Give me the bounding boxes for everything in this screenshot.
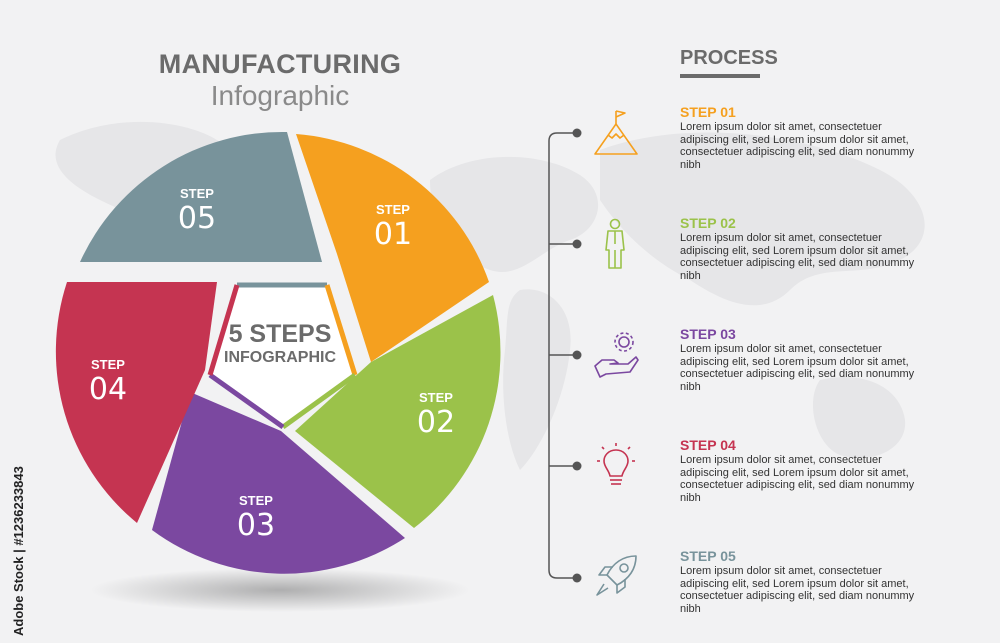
segment-label-04: STEP 04	[88, 357, 128, 407]
segment-step-02[interactable]	[295, 295, 501, 528]
process-step-05: STEP 05 Lorem ipsum dolor sit amet, cons…	[680, 547, 980, 615]
watermark-text: Adobe Stock | #1236233843	[11, 466, 26, 636]
process-underline	[680, 74, 760, 78]
main-title: MANUFACTURING	[158, 49, 402, 79]
process-step-02: STEP 02 Lorem ipsum dolor sit amet, cons…	[680, 214, 980, 282]
step-title: STEP 04	[680, 437, 736, 453]
frame-stroke-02	[281, 372, 357, 430]
step-title: STEP 01	[680, 104, 736, 120]
segment-step-04[interactable]	[55, 282, 218, 523]
hand-gear-icon	[594, 332, 639, 378]
subtitle: Infographic	[210, 80, 350, 111]
step-description: Lorem ipsum dolor sit amet, consectetuer…	[680, 343, 915, 393]
process-step-03: STEP 03 Lorem ipsum dolor sit amet, cons…	[680, 325, 980, 393]
timeline-dot-02	[572, 239, 582, 249]
center-subtitle: INFOGRAPHIC	[224, 349, 336, 366]
step-description: Lorem ipsum dolor sit amet, consectetuer…	[680, 232, 915, 282]
frame-stroke-04	[207, 284, 240, 376]
segment-step-05[interactable]	[80, 131, 322, 262]
center-title: 5 STEPS	[228, 320, 332, 348]
step-title: STEP 05	[680, 548, 736, 564]
step-title: STEP 03	[680, 326, 736, 342]
businessman-icon	[605, 218, 625, 269]
step-title: STEP 02	[680, 215, 736, 231]
center-pentagon	[210, 285, 355, 427]
frame-stroke-01	[324, 284, 358, 376]
segment-label-05: STEP 05	[177, 186, 217, 236]
segment-step-03[interactable]	[152, 392, 405, 574]
rocket-icon	[596, 555, 637, 596]
process-step-04: STEP 04 Lorem ipsum dolor sit amet, cons…	[680, 436, 980, 504]
center-label: 5 STEPS INFOGRAPHIC	[200, 320, 360, 368]
segment-step-01[interactable]	[296, 134, 489, 362]
process-title: PROCESS	[680, 47, 778, 69]
step-description: Lorem ipsum dolor sit amet, consectetuer…	[680, 454, 915, 504]
segment-label-03: STEP 03	[236, 493, 276, 543]
segment-label-01: STEP 01	[373, 202, 413, 252]
step-description: Lorem ipsum dolor sit amet, consectetuer…	[680, 565, 915, 615]
segment-label-02: STEP 02	[416, 390, 456, 440]
title-block: MANUFACTURING Infographic	[110, 48, 450, 112]
timeline-dot-01	[572, 128, 582, 138]
wheel-shadow	[90, 568, 470, 612]
step-description: Lorem ipsum dolor sit amet, consectetuer…	[680, 121, 915, 171]
timeline-dot-03	[572, 350, 582, 360]
step-wheel	[55, 131, 501, 612]
timeline-dot-04	[572, 461, 582, 471]
lightbulb-icon	[597, 443, 635, 485]
process-step-01: STEP 01 Lorem ipsum dolor sit amet, cons…	[680, 103, 980, 171]
mountain-flag-icon	[594, 110, 638, 155]
frame-stroke-03	[208, 372, 285, 430]
timeline-dot-05	[572, 573, 582, 583]
